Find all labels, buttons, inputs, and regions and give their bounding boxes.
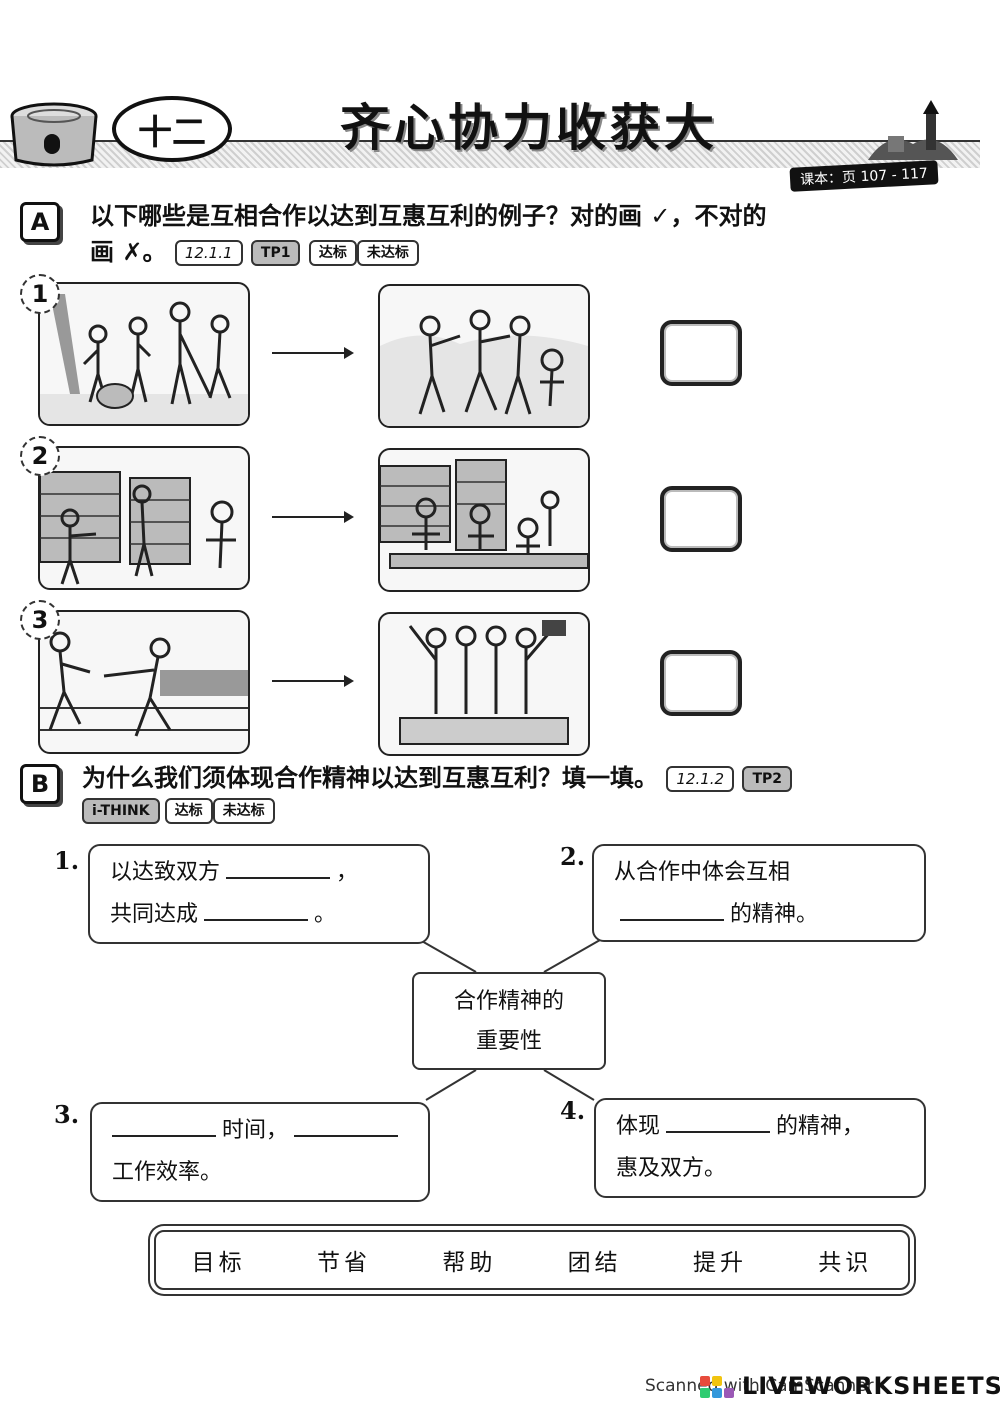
mind-map-card-2: 从合作中体会互相 的精神。: [592, 844, 926, 942]
section-a-question-line2-text: 画 ✗。: [90, 238, 167, 266]
blank-2[interactable]: [620, 897, 724, 921]
ithink-tag: i-THINK: [82, 798, 160, 824]
achieved-tag[interactable]: 达标: [308, 240, 357, 266]
not-achieved-tag[interactable]: 未达标: [212, 798, 275, 824]
section-b-question: 为什么我们须体现合作精神以达到互惠互利？填一填。 12.1.2 TP2: [82, 760, 982, 796]
mind-map-card-1: 以达致双方 ， 共同达成 。: [88, 844, 430, 944]
word-bank-item[interactable]: 提升: [692, 1250, 747, 1276]
word-bank: 目标 节省 帮助 团结 提升 共识: [154, 1230, 910, 1290]
card-1-line1-text: 以达致双方: [110, 860, 221, 885]
card-1-line1-end: ，: [336, 860, 359, 885]
word-bank-item[interactable]: 帮助: [442, 1250, 497, 1276]
blank-3b[interactable]: [294, 1113, 399, 1137]
illustration-relay-race: [38, 610, 250, 754]
illustration-library-reading: [378, 448, 590, 592]
liveworksheets-brand: LIVEWORKSHEETS: [742, 1372, 1000, 1400]
card-3-line1-text: 时间，: [222, 1118, 289, 1143]
card-number-1: 1.: [54, 846, 80, 875]
standard-code-tag: 12.1.1: [174, 240, 243, 266]
card-4-line1-text: 体现: [616, 1114, 661, 1139]
chapter-number: 十二: [112, 96, 232, 162]
row-number-3: 3: [20, 600, 60, 640]
card-number-4: 4.: [560, 1096, 586, 1125]
not-achieved-tag[interactable]: 未达标: [356, 240, 419, 266]
section-b-tags: i-THINK 达标未达标: [82, 798, 275, 824]
section-b-label: B: [20, 764, 60, 804]
mind-map-card-4: 体现 的精神， 惠及双方。: [594, 1098, 926, 1198]
card-number-2: 2.: [560, 842, 586, 871]
word-bank-item[interactable]: 节省: [316, 1250, 371, 1276]
card-4-line2-text: 惠及双方。: [616, 1156, 727, 1181]
card-4-line1-end: 的精神，: [776, 1114, 865, 1139]
mind-map-center: 合作精神的 重要性: [412, 972, 606, 1070]
section-b-question-text: 为什么我们须体现合作精神以达到互惠互利？填一填。: [82, 764, 658, 792]
row-number-2: 2: [20, 436, 60, 476]
card-number-3: 3.: [54, 1100, 80, 1129]
tree-stump-icon: [10, 102, 98, 167]
tp-tag: TP1: [250, 240, 301, 266]
tp-tag: TP2: [742, 766, 792, 792]
card-1-line2-text: 共同达成: [110, 902, 199, 927]
arrow-icon: [272, 675, 354, 687]
illustration-library-tidying: [38, 446, 250, 590]
card-2-line1-text: 从合作中体会互相: [614, 860, 791, 885]
blank-3a[interactable]: [112, 1113, 216, 1137]
chapter-header: 十二 齐心协力收获大 课本：页 107 - 117: [0, 78, 1000, 192]
section-a-label: A: [20, 202, 60, 242]
section-a-question: 以下哪些是互相合作以达到互惠互利的例子？对的画 ✓，不对的 画 ✗。 12.1.…: [90, 198, 980, 270]
word-bank-item[interactable]: 团结: [567, 1250, 622, 1276]
arrow-icon: [272, 347, 354, 359]
word-bank-item[interactable]: 共识: [818, 1250, 873, 1276]
answer-box-3[interactable]: [660, 650, 742, 716]
achieved-tag[interactable]: 达标: [164, 798, 213, 824]
card-2-line2-end: 的精神。: [730, 902, 819, 927]
illustration-team-podium: [378, 612, 590, 756]
section-a-question-line2: 画 ✗。 12.1.1 TP1 达标未达标: [90, 234, 980, 270]
center-line1: 合作精神的: [453, 989, 564, 1014]
standard-code-tag: 12.1.2: [666, 766, 735, 792]
liveworksheets-logo-icon: [700, 1376, 734, 1398]
arrow-icon: [272, 511, 354, 523]
card-1-line2-end: 。: [314, 902, 337, 927]
answer-box-1[interactable]: [660, 320, 742, 386]
card-3-line2-text: 工作效率。: [112, 1160, 223, 1185]
section-a-question-line1: 以下哪些是互相合作以达到互惠互利的例子？对的画 ✓，不对的: [90, 202, 767, 230]
illustration-playing-together: [378, 284, 590, 428]
temple-icon: [868, 100, 958, 160]
mind-map-card-3: 时间， 工作效率。: [90, 1102, 430, 1202]
word-bank-item[interactable]: 目标: [191, 1250, 246, 1276]
blank-1b[interactable]: [204, 897, 309, 921]
page-title: 齐心协力收获大: [340, 99, 718, 157]
row-number-1: 1: [20, 274, 60, 314]
illustration-cleaning-together: [38, 282, 250, 426]
blank-4[interactable]: [666, 1109, 771, 1133]
center-line2: 重要性: [475, 1029, 542, 1054]
blank-1a[interactable]: [226, 855, 331, 879]
answer-box-2[interactable]: [660, 486, 742, 552]
